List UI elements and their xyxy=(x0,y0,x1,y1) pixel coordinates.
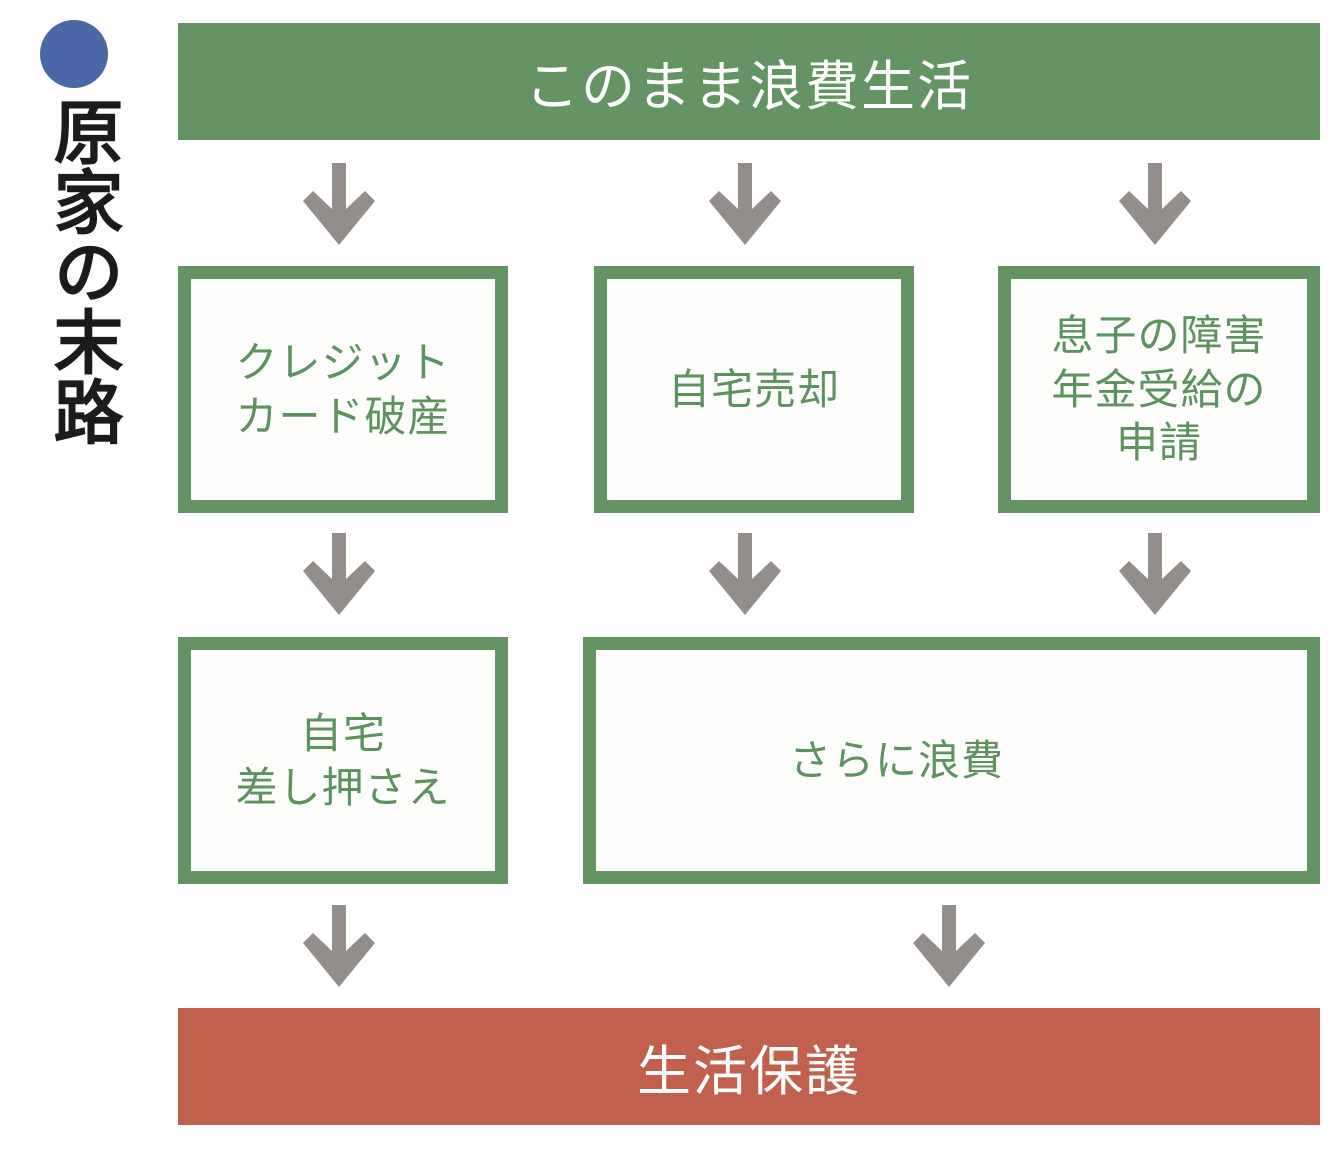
process-box-home-sale[interactable]: 自宅売却 xyxy=(594,266,914,513)
process-box-line-1: クレジット xyxy=(235,337,451,387)
process-box-line-3: 申請 xyxy=(1115,418,1202,468)
process-box-line-1: さらに浪費 xyxy=(788,735,1004,785)
process-box-home-foreclosure[interactable]: 自宅 差し押さえ xyxy=(178,637,508,884)
process-box-line-1: 息子の障害 xyxy=(1051,310,1267,360)
bottom-banner: 生活保護 xyxy=(178,1008,1320,1125)
arrow-down-icon xyxy=(913,905,985,987)
process-box-son-disability-pension-application[interactable]: 息子の障害 年金受給の 申請 xyxy=(998,266,1320,513)
process-box-further-spending[interactable]: さらに浪費 xyxy=(583,637,1320,884)
process-box-line-2: 年金受給の xyxy=(1051,364,1267,414)
process-box-text: 自宅 差し押さえ xyxy=(191,650,495,871)
top-banner-label: このまま浪費生活 xyxy=(525,55,973,118)
arrow-down-icon xyxy=(303,163,375,245)
arrow-down-icon xyxy=(709,163,781,245)
arrow-down-icon xyxy=(303,533,375,615)
arrow-down-icon xyxy=(709,533,781,615)
process-box-line-2: カード破産 xyxy=(235,391,451,441)
bottom-banner-label: 生活保護 xyxy=(637,1040,861,1103)
process-box-text: 息子の障害 年金受給の 申請 xyxy=(1011,279,1307,500)
filled-circle-bullet-icon xyxy=(40,20,108,88)
page-title: 原家の末路 xyxy=(42,96,124,446)
arrow-down-icon xyxy=(303,905,375,987)
arrow-down-icon xyxy=(1119,163,1191,245)
top-banner: このまま浪費生活 xyxy=(178,23,1320,140)
process-box-text: 自宅売却 xyxy=(607,279,901,500)
process-box-line-2: 差し押さえ xyxy=(235,762,451,812)
process-box-line-1: 自宅 xyxy=(299,708,386,758)
side-title-block: 原家の末路 xyxy=(0,0,170,460)
process-box-text: クレジット カード破産 xyxy=(191,279,495,500)
arrow-down-icon xyxy=(1119,533,1191,615)
process-box-line-1: 自宅売却 xyxy=(667,364,840,414)
process-box-text: さらに浪費 xyxy=(596,650,1307,871)
process-box-credit-card-bankruptcy[interactable]: クレジット カード破産 xyxy=(178,266,508,513)
